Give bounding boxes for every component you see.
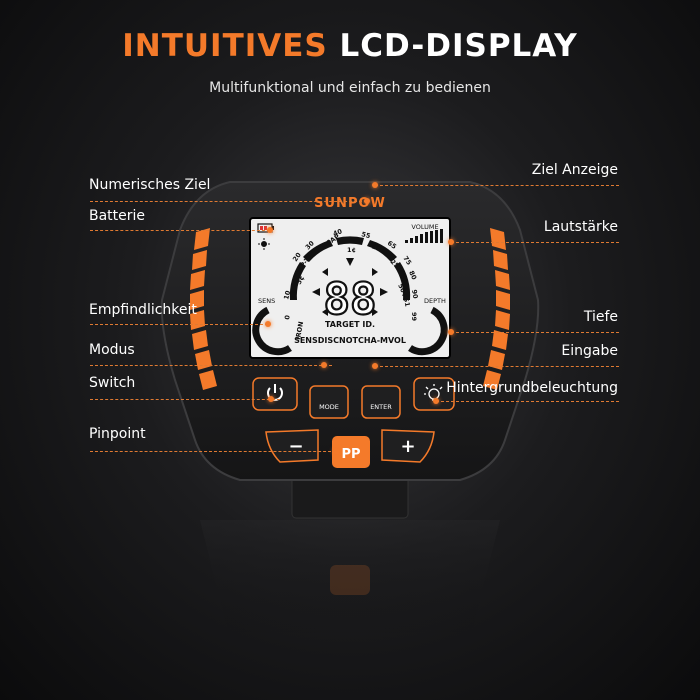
- volume-label: VOLUME: [411, 223, 438, 231]
- volume-bars: [405, 229, 443, 243]
- label-switch: Switch: [89, 375, 136, 391]
- mode-bar: SENSDISCNOTCHA-MVOL: [294, 336, 406, 345]
- callout-line-switch: [90, 399, 280, 400]
- backlight-sun-icon: [258, 238, 270, 250]
- callout-dot-empfindlichkeit: [265, 321, 271, 327]
- callout-dot-switch: [268, 396, 274, 402]
- target-digits: 88: [324, 274, 377, 325]
- headline-accent: INTUITIVES: [122, 28, 328, 64]
- callout-dot-lautstaerke: [448, 239, 454, 245]
- callout-dot-pinpoint: [333, 448, 339, 454]
- headline-rest: LCD-DISPLAY: [327, 28, 578, 64]
- enter-button-label: ENTER: [370, 403, 392, 411]
- minus-button-label: −: [288, 436, 303, 457]
- headline: INTUITIVES LCD-DISPLAY: [0, 28, 700, 64]
- sens-label: SENS: [258, 297, 275, 305]
- callout-line-batterie: [90, 230, 270, 231]
- depth-label: DEPTH: [424, 297, 446, 305]
- callout-line-eingabe: [375, 366, 619, 367]
- mode-button[interactable]: MODE: [309, 385, 349, 419]
- scale-90: 90: [410, 289, 420, 300]
- callout-line-empfindlichkeit: [90, 324, 268, 325]
- target-arrows: [312, 258, 388, 316]
- pinpoint-button[interactable]: PP: [332, 436, 370, 468]
- scale-99: 99: [410, 312, 418, 322]
- callout-dot-modus: [321, 362, 327, 368]
- label-tiefe: Tiefe: [583, 309, 618, 325]
- mode-button-label: MODE: [319, 403, 339, 411]
- target-scale-arc: [289, 236, 411, 300]
- callout-dot-ziel-anzeige: [372, 182, 378, 188]
- callout-line-modus: [90, 365, 332, 366]
- depth-gauge: [408, 306, 448, 356]
- right-led-strip: [483, 228, 510, 390]
- backlight-button[interactable]: [413, 377, 455, 411]
- callout-line-numerisches-ziel: [90, 201, 367, 202]
- callout-dot-numerisches-ziel: [364, 198, 370, 204]
- label-eingabe: Eingabe: [561, 343, 618, 359]
- scale-55: 55: [360, 230, 371, 240]
- scale-1d: $1: [402, 297, 412, 308]
- label-ziel-anzeige: Ziel Anzeige: [531, 162, 618, 178]
- enter-button[interactable]: ENTER: [361, 385, 401, 419]
- scale-10: 10: [282, 289, 292, 300]
- callout-dot-batterie: [267, 227, 273, 233]
- label-lautstaerke: Lautstärke: [543, 219, 618, 235]
- callout-line-ziel-anzeige: [375, 185, 619, 186]
- label-numerisches-ziel: Numerisches Ziel: [89, 177, 211, 193]
- subtitle: Multifunktional und einfach zu bedienen: [209, 80, 491, 96]
- scale-5c: 5¢: [295, 274, 306, 286]
- plus-button[interactable]: +: [381, 429, 435, 463]
- scale-iron: IRON: [294, 321, 305, 341]
- callout-line-hintergrund: [436, 401, 619, 402]
- left-led-strip: [190, 228, 217, 390]
- label-modus: Modus: [89, 342, 135, 358]
- callout-line-lautstaerke: [451, 242, 619, 243]
- reflection: [200, 520, 500, 640]
- pinpoint-button-label: PP: [341, 447, 360, 462]
- callout-dot-hintergrund: [433, 398, 439, 404]
- scale-80: 80: [407, 269, 418, 281]
- scale-1c: 1¢: [347, 246, 356, 254]
- callout-line-tiefe: [451, 332, 619, 333]
- label-pinpoint: Pinpoint: [89, 426, 146, 442]
- reflection-pp: [330, 565, 370, 595]
- label-hintergrundbeleuchtung: Hintergrundbeleuchtung: [446, 380, 618, 396]
- scale-0: 0: [283, 314, 292, 320]
- brand-logo: SUNPOW: [314, 196, 386, 211]
- target-id-label: TARGET ID.: [325, 320, 375, 329]
- power-button[interactable]: [252, 377, 298, 411]
- callout-dot-tiefe: [448, 329, 454, 335]
- callout-line-pinpoint: [90, 451, 336, 452]
- label-empfindlichkeit: Empfindlichkeit: [89, 302, 197, 318]
- label-batterie: Batterie: [89, 208, 146, 224]
- callout-dot-eingabe: [372, 363, 378, 369]
- scale-40: 40: [332, 227, 344, 238]
- lcd-screen: [249, 217, 451, 359]
- sens-gauge: [252, 306, 292, 356]
- plus-button-label: +: [400, 436, 415, 457]
